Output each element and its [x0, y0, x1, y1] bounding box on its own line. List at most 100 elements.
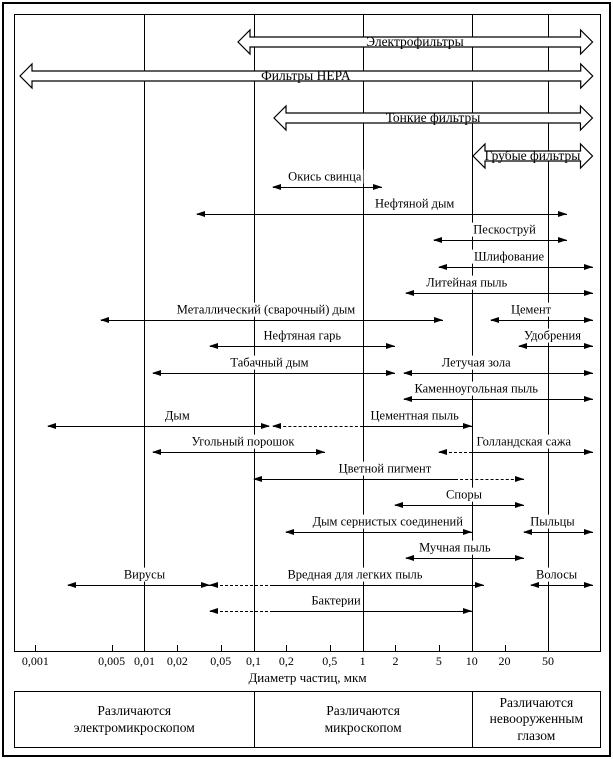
arrowhead-right — [475, 581, 485, 588]
arrowhead-right — [201, 581, 211, 588]
range-line — [272, 425, 363, 427]
range-line — [454, 478, 524, 480]
arrowhead-left — [252, 475, 262, 482]
item-label: Вирусы — [121, 567, 168, 582]
filter-label: Электрофильтры — [366, 34, 464, 49]
item-label: Мучная пыль — [417, 540, 493, 555]
item-label: Нефтяной дым — [373, 196, 457, 211]
axis-tick — [144, 645, 146, 651]
arrowhead-left — [209, 608, 219, 615]
filter-range-block-arrow — [18, 62, 594, 90]
range-line — [362, 425, 472, 427]
range-line — [47, 425, 270, 427]
range-line — [196, 213, 568, 215]
arrowhead-right — [584, 396, 594, 403]
arrowhead-right — [462, 528, 472, 535]
arrowhead-right — [584, 343, 594, 350]
arrowhead-right — [462, 608, 472, 615]
range-line — [406, 558, 524, 559]
arrowhead-left — [432, 237, 442, 244]
range-line — [395, 505, 524, 506]
range-line — [153, 372, 396, 374]
arrowhead-right — [558, 237, 568, 244]
arrowhead-left — [271, 184, 281, 191]
arrowhead-right — [315, 449, 325, 456]
item-label: Голландская сажа — [474, 434, 574, 449]
range-line — [438, 452, 472, 453]
range-line — [68, 584, 211, 586]
item-label: Цемент — [508, 302, 554, 317]
axis-tick-label: 5 — [435, 654, 442, 668]
item-label: Бактерии — [309, 593, 363, 608]
item-label: Угольный порошок — [189, 434, 297, 449]
item-label: Окись свинца — [286, 169, 364, 184]
axis-tick — [362, 645, 364, 651]
item-label: Волосы — [534, 567, 580, 582]
axis-tick — [504, 645, 506, 651]
item-label: Шлифование — [472, 249, 547, 264]
axis-tick-label: 0,05 — [210, 654, 232, 668]
item-label: Пыльцы — [528, 514, 577, 529]
arrowhead-left — [489, 316, 499, 323]
arrowhead-right — [584, 316, 594, 323]
range-line — [272, 611, 472, 612]
filter-range-block-arrow — [471, 142, 594, 170]
range-line — [438, 266, 594, 268]
axis-tick-label: 0,5 — [322, 654, 338, 668]
zone-cell: Различаются микроскопом — [253, 692, 472, 747]
axis-tick — [286, 645, 288, 651]
axis-tick — [220, 645, 222, 651]
range-line — [153, 452, 325, 453]
gridline — [362, 15, 364, 651]
arrowhead-right — [260, 422, 270, 429]
arrowhead-right — [584, 290, 594, 297]
filter-label: Тонкие фильтры — [385, 110, 481, 125]
filter-label: Грубые фильтры — [484, 148, 581, 163]
arrowhead-left — [100, 316, 110, 323]
item-label: Цементная пыль — [368, 408, 461, 423]
range-line — [531, 584, 594, 586]
axis-tick — [111, 645, 113, 651]
arrowhead-left — [405, 555, 415, 562]
item-label: Вредная для легких пыль — [285, 567, 425, 582]
axis-tick-label: 0,2 — [278, 654, 294, 668]
visibility-zones-table: Различаются электромикроскопом Различаютс… — [14, 691, 601, 748]
arrowhead-left — [152, 449, 162, 456]
arrowhead-right — [584, 263, 594, 270]
axis-tick-label: 20 — [498, 654, 511, 668]
arrowhead-left — [403, 369, 413, 376]
axis-tick — [329, 645, 331, 651]
arrowhead-left — [394, 502, 404, 509]
range-line — [210, 346, 396, 347]
arrowhead-right — [558, 210, 568, 217]
arrowhead-left — [67, 581, 77, 588]
zone-cell: Различаются электромикроскопом — [73, 703, 195, 735]
item-label: Дым сернистых соединений — [310, 514, 465, 529]
arrowhead-left — [530, 581, 540, 588]
axis-tick-label: 10 — [465, 654, 478, 668]
axis-tick — [35, 645, 37, 651]
filter-label: Фильтры HEPA — [261, 68, 351, 83]
range-line — [210, 611, 273, 612]
item-label: Дым — [162, 408, 192, 423]
item-label: Удобрения — [521, 328, 583, 343]
x-axis-title: Диаметр частиц, мкм — [248, 670, 367, 685]
arrowhead-right — [434, 316, 444, 323]
axis-tick — [547, 645, 549, 651]
range-line — [272, 584, 485, 586]
gridline — [471, 15, 473, 651]
range-line — [101, 319, 444, 321]
arrowhead-right — [514, 555, 524, 562]
arrowhead-left — [517, 343, 527, 350]
axis-tick — [177, 645, 179, 651]
gridline — [253, 15, 255, 651]
arrowhead-right — [386, 369, 396, 376]
arrowhead-right — [514, 475, 524, 482]
item-label: Нефтяная гарь — [261, 328, 344, 343]
range-line — [523, 531, 594, 533]
item-label: Металлический (сварочный) дым — [174, 302, 358, 317]
axis-tick — [395, 645, 397, 651]
range-line — [272, 187, 382, 188]
axis-tick — [253, 645, 255, 651]
axis-tick-label: 0,1 — [246, 654, 262, 668]
